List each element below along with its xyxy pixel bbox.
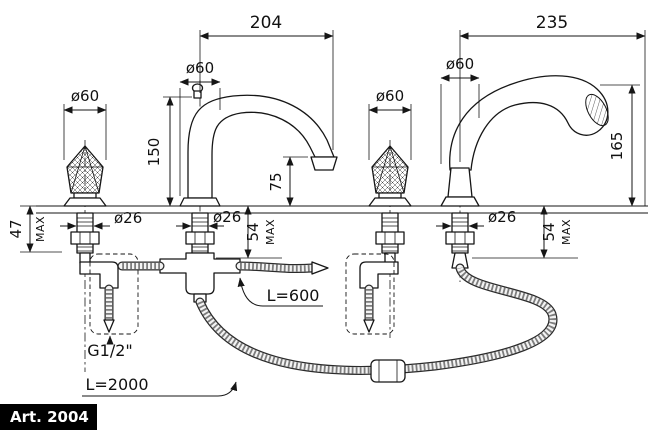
dim-label-54-center: 54 (244, 222, 262, 241)
shower-hose-fitting-facets (378, 360, 398, 382)
dim-label-max-right: MAX (560, 219, 573, 245)
spout-body (187, 94, 335, 199)
left-handle-dashed-box (89, 253, 139, 335)
callout-shower-hose-length: L=2000 (82, 375, 238, 397)
hand-shower-escutcheon (440, 196, 480, 207)
hand-shower-wand (449, 75, 609, 171)
dim-label-dia26-center: ø26 (213, 208, 241, 226)
right-handle-locknut (375, 231, 405, 245)
dim-label-dia60-right: ø60 (376, 87, 404, 105)
dim-label-dia60-left: ø60 (71, 87, 99, 105)
left-handle-base (63, 197, 107, 207)
article-badge: Art. 2004 (0, 404, 97, 430)
right-handle-collar (378, 192, 402, 199)
supply-hose-right-tip (311, 261, 329, 275)
dim-spout-height: 150 (145, 96, 192, 207)
label-l600: L=600 (267, 286, 320, 305)
dim-label-165: 165 (608, 132, 626, 161)
dim-label-47: 47 (7, 219, 25, 238)
right-handle-elbow (359, 261, 399, 289)
hand-shower-locknut (445, 231, 475, 245)
dim-label-54-right: 54 (540, 222, 558, 241)
left-handle-elbow (79, 261, 119, 289)
right-handle-hose-tip (363, 319, 375, 333)
hand-shower-locknut-facets (454, 232, 466, 244)
dim-deck-max-center: 54 MAX (216, 205, 282, 259)
right-handle (345, 145, 412, 335)
spout-escutcheon (179, 197, 221, 207)
left-handle-collar (73, 192, 97, 199)
spout-threads (192, 217, 208, 252)
dim-deck-max-right: 54 MAX (472, 205, 578, 259)
spout-locknut (185, 231, 215, 245)
hand-shower-threads (452, 217, 468, 252)
callout-thread-size: G1/2" (87, 335, 133, 360)
left-handle-threads (77, 217, 93, 252)
right-handle-dashed-box (345, 253, 395, 335)
right-handle-knob (371, 145, 409, 194)
left-handle-locknut (70, 231, 100, 245)
hand-shower-spray-face (585, 93, 609, 127)
dim-shower-base-dia: ø60 (440, 55, 480, 164)
label-l2000: L=2000 (85, 375, 148, 394)
dim-label-dia60-spout: ø60 (186, 59, 214, 77)
right-handle-locknut-facets (384, 232, 396, 244)
article-badge-label: Art. 2004 (10, 408, 89, 426)
callout-supply-hose-length: L=600 (237, 277, 323, 307)
article-badge-background (0, 404, 97, 430)
shower-hose (195, 263, 558, 383)
dim-spout-reach: 204 (199, 13, 334, 150)
hand-shower-socket (447, 167, 473, 198)
dim-right-handle-dia: ø60 (368, 87, 412, 160)
dim-label-204: 204 (250, 13, 282, 33)
dim-center-shank-dia: ø26 (176, 208, 241, 230)
dim-deck-max-left: 47 MAX (7, 205, 62, 253)
dim-label-dia26-left: ø26 (114, 209, 142, 227)
right-handle-knob-facets (372, 145, 408, 194)
left-handle-knob (66, 145, 104, 194)
dim-spout-base-dia: ø60 (179, 59, 221, 196)
hand-shower-hose-connector (451, 252, 469, 269)
spout-diverter-stem (193, 90, 202, 99)
right-handle-base (368, 197, 412, 207)
left-handle-locknut-facets (79, 232, 91, 244)
right-handle-threads (382, 217, 398, 252)
dim-right-shank-dia: ø26 (436, 208, 516, 230)
dim-label-dia26-right: ø26 (488, 208, 516, 226)
dim-label-dia60-shower: ø60 (446, 55, 474, 73)
dim-spout-outlet-height: 75 (267, 156, 308, 207)
dim-label-max-left: MAX (34, 216, 47, 242)
spout-tee-body (159, 252, 241, 295)
label-g12: G1/2" (87, 341, 133, 360)
hand-shower (440, 75, 609, 269)
dim-label-75: 75 (267, 172, 285, 191)
spout (159, 83, 338, 303)
left-handle-hose-tip (103, 319, 115, 333)
dim-label-235: 235 (536, 13, 568, 33)
supply-hose-right (235, 261, 329, 275)
dim-shower-height: 165 (600, 84, 640, 207)
spout-locknut-facets (194, 232, 206, 244)
left-handle-knob-facets (67, 145, 103, 194)
spout-aerator (310, 156, 338, 171)
shower-hose-fitting (370, 359, 406, 383)
dim-left-shank-dia: ø26 (60, 209, 142, 230)
dim-label-max-center: MAX (264, 219, 277, 245)
dim-shower-reach: 235 (459, 13, 646, 206)
dim-label-150: 150 (145, 138, 163, 167)
dim-left-handle-dia: ø60 (63, 87, 107, 160)
left-handle (63, 145, 139, 335)
